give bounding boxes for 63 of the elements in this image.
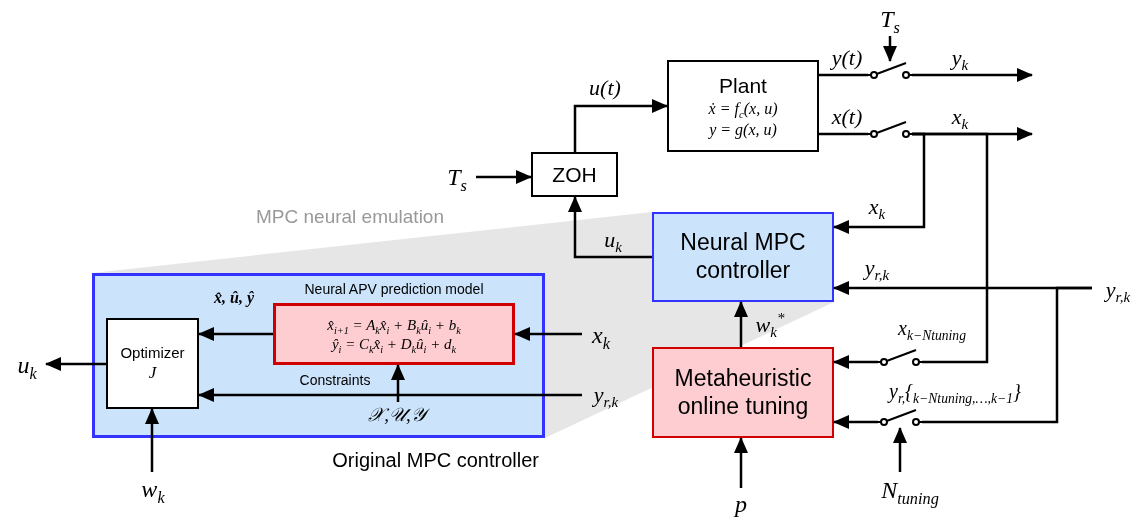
arrow bbox=[883, 36, 897, 62]
equation: x̂$_{i+1}$ = A$_{k}$x̂$_{i}$ + B$_{k}$û$_{i}$ + b$_{k}$ bbox=[327, 315, 461, 334]
arrow bbox=[833, 132, 926, 234]
variable-label: x$_{k}$ bbox=[582, 318, 620, 352]
variable-label: y$_{r,k}$ bbox=[1092, 274, 1144, 306]
arrow bbox=[734, 301, 748, 347]
controller-box bbox=[652, 212, 834, 302]
box-heading: Neural APV prediction model bbox=[303, 281, 485, 298]
arrow bbox=[198, 388, 582, 402]
variable-label: u$_{k}$ bbox=[8, 348, 46, 382]
arrow bbox=[573, 99, 668, 152]
box-title: Plant bbox=[719, 73, 767, 99]
edge-label: x(t) bbox=[831, 103, 863, 131]
variable-label: J bbox=[148, 362, 157, 384]
arrow bbox=[145, 408, 159, 472]
variable-label: w$_{k}$ bbox=[134, 472, 172, 506]
connector-line bbox=[819, 132, 868, 136]
switch-symbol bbox=[868, 120, 912, 140]
arrow bbox=[391, 364, 405, 402]
arrow bbox=[734, 437, 748, 488]
arrow bbox=[514, 327, 582, 341]
caption-label: MPC neural emulation bbox=[256, 205, 444, 229]
constraint-sets-label: 𝒳,𝒰,𝒴 bbox=[362, 402, 432, 428]
variable-label: T$_{s}$ bbox=[438, 160, 476, 194]
switch-symbol bbox=[868, 61, 912, 81]
variable-label: p bbox=[726, 488, 756, 520]
box-title: Metaheuristic online tuning bbox=[673, 364, 813, 421]
zoh-box bbox=[531, 152, 618, 197]
equation: y = g(x, u) bbox=[709, 119, 777, 139]
edge-label: u(t) bbox=[589, 74, 621, 102]
panel-caption: Original MPC controller bbox=[332, 448, 539, 472]
constraints-label: Constraints bbox=[299, 371, 371, 389]
optimizer-box bbox=[106, 318, 199, 409]
arrow bbox=[893, 427, 907, 472]
tuning-box bbox=[652, 347, 834, 438]
edge-label: y$_{r,k}$ bbox=[864, 254, 890, 282]
switch-symbol bbox=[878, 408, 922, 428]
edge-label: x$_{k}$ bbox=[951, 103, 969, 131]
arrow bbox=[833, 415, 878, 429]
arrow bbox=[833, 355, 878, 369]
box-title: ZOH bbox=[552, 161, 597, 188]
connector-line bbox=[819, 73, 868, 77]
connector-line bbox=[922, 286, 1092, 424]
switch-symbol bbox=[878, 348, 922, 368]
variable-label: T$_{s}$ bbox=[872, 2, 908, 36]
arrow bbox=[476, 170, 532, 184]
variable-label: N$_{tuning}$ bbox=[866, 472, 954, 508]
edge-label: x̂, û, ŷ bbox=[214, 288, 254, 308]
edge-label: x$_{k}$ bbox=[868, 193, 886, 221]
plant-box bbox=[667, 60, 819, 152]
variable-label: y$_{r,k}$ bbox=[582, 378, 630, 412]
edge-label: y$_{k}$ bbox=[951, 44, 969, 72]
edge-label: u$_{k}$ bbox=[604, 226, 622, 254]
box-title: Neural MPC controller bbox=[679, 229, 807, 285]
equation: ẋ = f$_{c}$(x, u) bbox=[708, 99, 778, 119]
arrow bbox=[912, 68, 1033, 82]
arrow bbox=[198, 327, 273, 341]
connector-line bbox=[912, 132, 989, 364]
equation: ŷ$_{i}$ = C$_{k}$x̂$_{i}$ + D$_{k}$û$_{i}$ + d$_{k}$ bbox=[331, 334, 457, 353]
arrow bbox=[568, 196, 652, 259]
box-title: Optimizer bbox=[120, 343, 185, 362]
edge-label: y(t) bbox=[831, 44, 863, 72]
arrow bbox=[45, 357, 106, 371]
